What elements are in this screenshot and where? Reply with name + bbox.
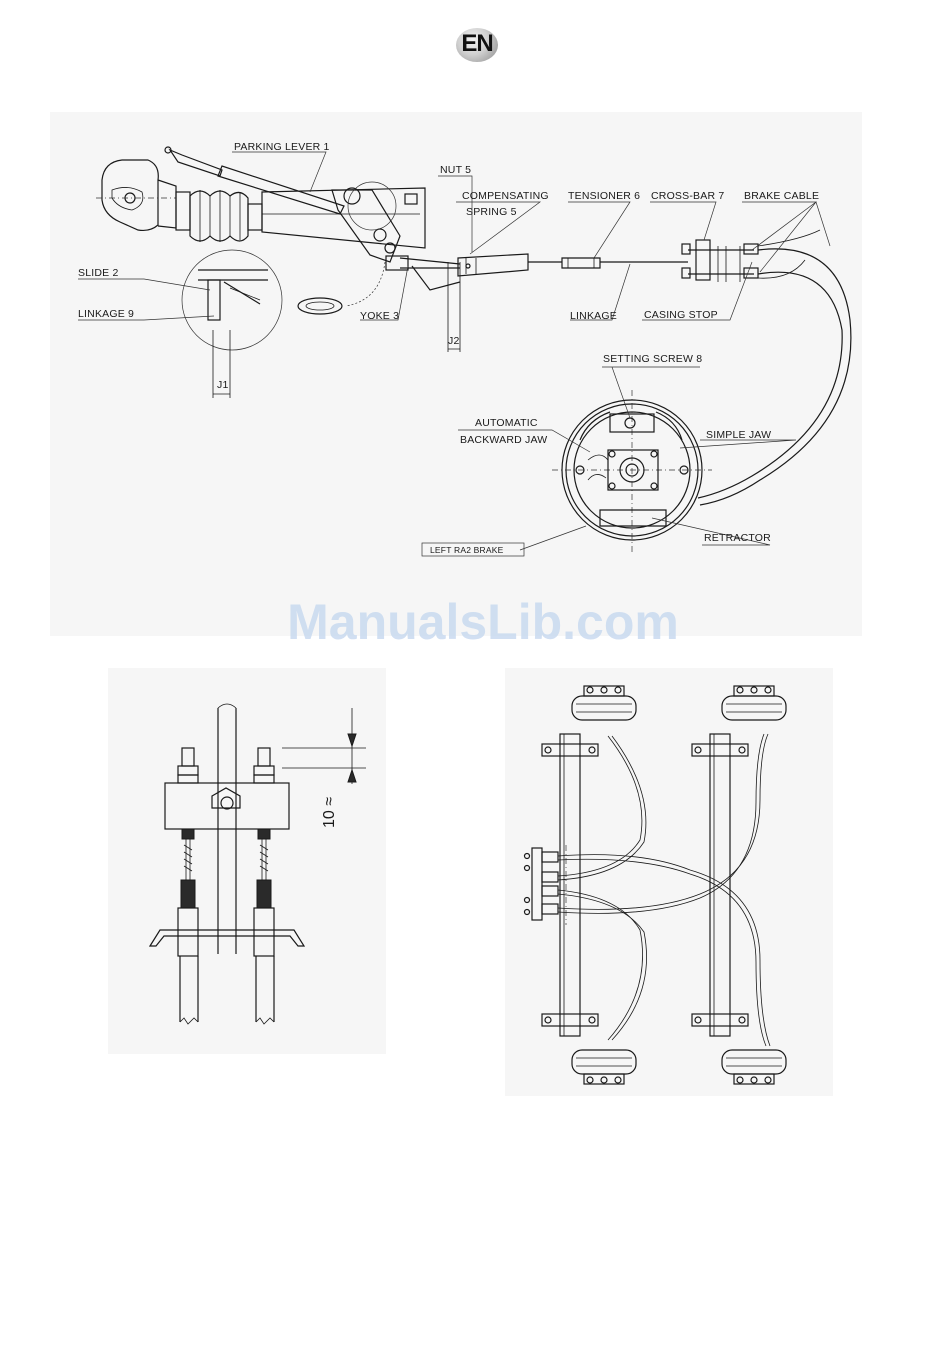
label-nut: NUT 5	[440, 164, 471, 176]
label-automatic-2: BACKWARD JAW	[460, 434, 547, 446]
drawbar-body	[218, 166, 425, 262]
label-simple-jaw: SIMPLE JAW	[706, 429, 771, 441]
drum-rear-top	[722, 686, 786, 720]
label-compensating-1: COMPENSATING	[462, 190, 549, 202]
linkage-rod	[386, 230, 851, 505]
label-brake-cable: BRAKE CABLE	[744, 190, 819, 202]
label-linkage: LINKAGE	[570, 310, 617, 322]
central-rod	[218, 708, 236, 954]
watermark: ManualsLib.com	[268, 593, 698, 651]
right-adjuster	[254, 748, 274, 1024]
label-slide: SLIDE 2	[78, 267, 119, 279]
label-tensioner: TENSIONER 6	[568, 190, 640, 202]
label-cross-bar: CROSS-BAR 7	[651, 190, 724, 202]
language-badge: EN	[456, 28, 498, 62]
main-diagram-svg: PARKING LEVER 1 NUT 5 COMPENSATING SPRIN…	[50, 112, 862, 636]
main-brake-diagram: PARKING LEVER 1 NUT 5 COMPENSATING SPRIN…	[50, 112, 862, 636]
badge-text: EN	[456, 30, 498, 58]
safety-chain	[298, 262, 385, 314]
axle-cables	[558, 734, 770, 1046]
slide-detail	[182, 250, 282, 398]
label-yoke: YOKE 3	[360, 310, 399, 322]
front-axle	[542, 734, 598, 1036]
rear-axle	[692, 734, 748, 1036]
label-automatic-1: AUTOMATIC	[475, 417, 538, 429]
cross-bar-svg: 10 ≈	[108, 668, 386, 1054]
brake-drum	[552, 390, 712, 552]
axle-cabling-diagram	[505, 668, 833, 1096]
leader-lines	[78, 152, 830, 550]
left-adjuster	[178, 748, 198, 1024]
dimension-label: 10 ≈	[321, 797, 338, 828]
label-linkage9: LINKAGE 9	[78, 308, 134, 320]
bellows	[190, 190, 262, 242]
label-left-brake: LEFT RA2 BRAKE	[430, 545, 504, 555]
label-j1: J1	[217, 379, 229, 391]
drum-front-bottom	[572, 1050, 636, 1084]
dimension-10	[282, 708, 366, 784]
label-j2: J2	[448, 335, 460, 347]
drum-rear-bottom	[722, 1050, 786, 1084]
label-parking-lever: PARKING LEVER 1	[234, 141, 330, 153]
label-casing-stop: CASING STOP	[644, 309, 718, 321]
label-setting-screw: SETTING SCREW 8	[603, 353, 702, 365]
axle-svg	[505, 668, 833, 1096]
label-retractor: RETRACTOR	[704, 532, 771, 544]
casing-stop-plate	[150, 930, 304, 946]
drum-front-top	[572, 686, 636, 720]
coupling-head	[96, 147, 222, 230]
cross-bar-detail: 10 ≈	[108, 668, 386, 1054]
cross-bar-block	[165, 783, 289, 829]
label-compensating-2: SPRING 5	[466, 206, 517, 218]
